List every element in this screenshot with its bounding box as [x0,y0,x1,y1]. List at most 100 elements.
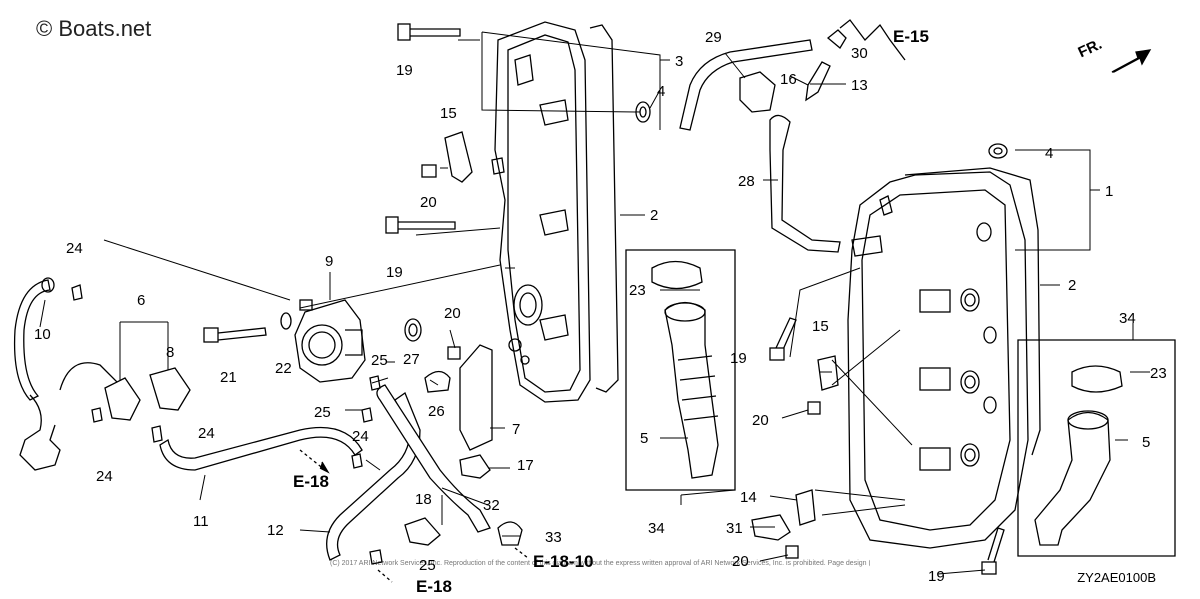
cap-30 [826,29,847,49]
callout-18: 18 [415,491,432,508]
callout-4: 4 [1045,145,1053,162]
copyright-notice: (C) 2017 ARI Network Services, Inc. Repr… [330,560,870,567]
clamp-33 [497,521,523,546]
bracket-7 [459,344,493,451]
callout-10: 10 [34,326,51,343]
callout-20: 20 [420,194,437,211]
clip-24-c [351,453,363,469]
ref-e18-10[interactable]: E-18-10 [533,552,593,571]
ref-e18-a[interactable]: E-18 [293,472,329,491]
clamp-18 [404,517,441,546]
callout-25: 25 [371,352,388,369]
callout-5: 5 [640,430,648,447]
callout-19: 19 [396,62,413,79]
callout-16: 16 [780,71,797,88]
callout-2: 2 [1068,277,1076,294]
callout-15: 15 [440,105,457,122]
callout-20: 20 [444,305,461,322]
bracket-14 [795,489,816,526]
callout-28: 28 [738,173,755,190]
callout-11: 11 [193,513,209,530]
bracket-15-right [817,355,839,391]
bolt-20-right [807,401,821,415]
bolt-20-top [421,164,437,178]
ref-e18-b[interactable]: E-18 [416,577,452,596]
callout-34: 34 [648,520,665,537]
throttle-body [294,299,366,383]
callout-20: 20 [752,412,769,429]
callout-27: 27 [403,351,420,368]
callout-15: 15 [812,318,829,335]
group-box-34-right [1017,339,1176,557]
callout-20: 20 [732,553,749,570]
callout-3: 3 [675,53,683,70]
bolt-20-bottom [785,545,799,559]
callout-23: 23 [1150,365,1167,382]
callout-23: 23 [629,282,646,299]
callout-4: 4 [657,83,665,100]
bolt-19-mid [385,216,456,234]
joint-5-left [664,301,719,479]
callout-2: 2 [650,207,658,224]
bolt-21 [203,327,267,343]
callout-25: 25 [314,404,331,421]
right-head-cover [847,167,1041,549]
callout-13: 13 [851,77,868,94]
ref-e15[interactable]: E-15 [893,27,929,46]
callout-33: 33 [545,529,562,546]
callout-24: 24 [96,468,113,485]
callout-19: 19 [928,568,945,585]
callout-7: 7 [512,421,520,438]
connector-8 [149,367,191,411]
callout-22: 22 [275,360,292,377]
clamp-23-right [1071,365,1123,393]
callout-24: 24 [352,428,369,445]
clamp-17 [459,454,491,479]
hose-10 [13,279,51,401]
bolt-19-bottom [981,527,1005,575]
callout-9: 9 [325,253,333,270]
callout-19: 19 [386,264,403,281]
o-ring-27 [404,318,422,342]
callout-30: 30 [851,45,868,62]
callout-25: 25 [419,557,436,574]
front-arrow-icon [1111,49,1152,73]
leader-lines [39,31,1150,575]
callout-24: 24 [66,240,83,257]
watermark: © Boats.net [36,16,152,41]
joint-13 [805,61,831,102]
seal-washer-right [988,143,1008,159]
hose-12 [326,391,421,561]
callout-17: 17 [517,457,534,474]
gasket-22 [280,312,292,330]
clamp-23-left [651,260,703,290]
clamp-26 [424,370,451,393]
diagram-code: ZY2AE0100B [1077,570,1156,585]
callout-26: 26 [428,403,445,420]
hose-29 [679,39,813,131]
callout-5: 5 [1142,434,1150,451]
joint-5-right [1034,411,1111,546]
clip-25-a [369,375,381,391]
callout-12: 12 [267,522,284,539]
callout-14: 14 [740,489,757,506]
hose-11 [159,426,363,471]
bolt-19-top [397,23,461,41]
bolt-19-right [769,317,797,361]
callout-21: 21 [220,369,237,386]
clip-25-c [369,549,383,565]
callout-34: 34 [1119,310,1136,327]
callout-32: 32 [483,497,500,514]
callout-8: 8 [166,344,174,361]
clamp-16 [739,71,776,113]
clip-24-b [151,425,163,443]
callout-19: 19 [730,350,747,367]
clip-25-b [361,407,373,423]
bolt-20-bracket [447,346,461,360]
sensor-6 [104,377,141,421]
left-head-cover [494,21,619,403]
callout-24: 24 [198,425,215,442]
hose-28 [769,114,841,253]
callout-6: 6 [137,292,145,309]
